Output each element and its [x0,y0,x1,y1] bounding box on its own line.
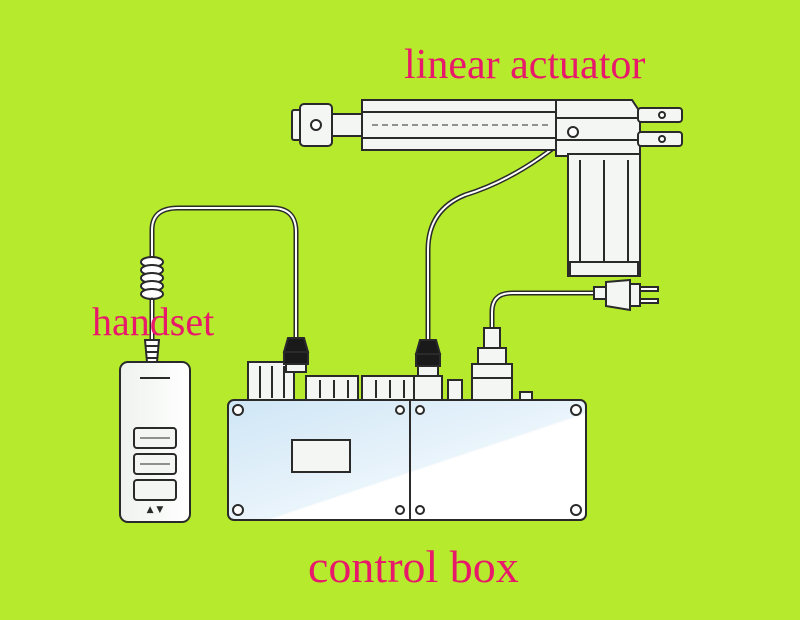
label-handset: handset [92,299,215,344]
power-connector [471,327,513,401]
handset-button-3[interactable] [133,479,177,501]
actuator-connector [414,339,442,377]
power-plug [593,278,659,312]
handset-connector [282,337,310,373]
handset-arrows: ▲ ▼ [147,505,164,515]
label-linear-actuator: linear actuator [404,42,646,88]
cables [149,129,599,345]
control-box [227,361,587,521]
power-cable [489,290,599,333]
linear-actuator [291,99,683,277]
label-control-box: control box [308,541,519,592]
actuator-cable [425,129,576,345]
handset-cable-coil [140,256,164,300]
handset [119,361,191,523]
